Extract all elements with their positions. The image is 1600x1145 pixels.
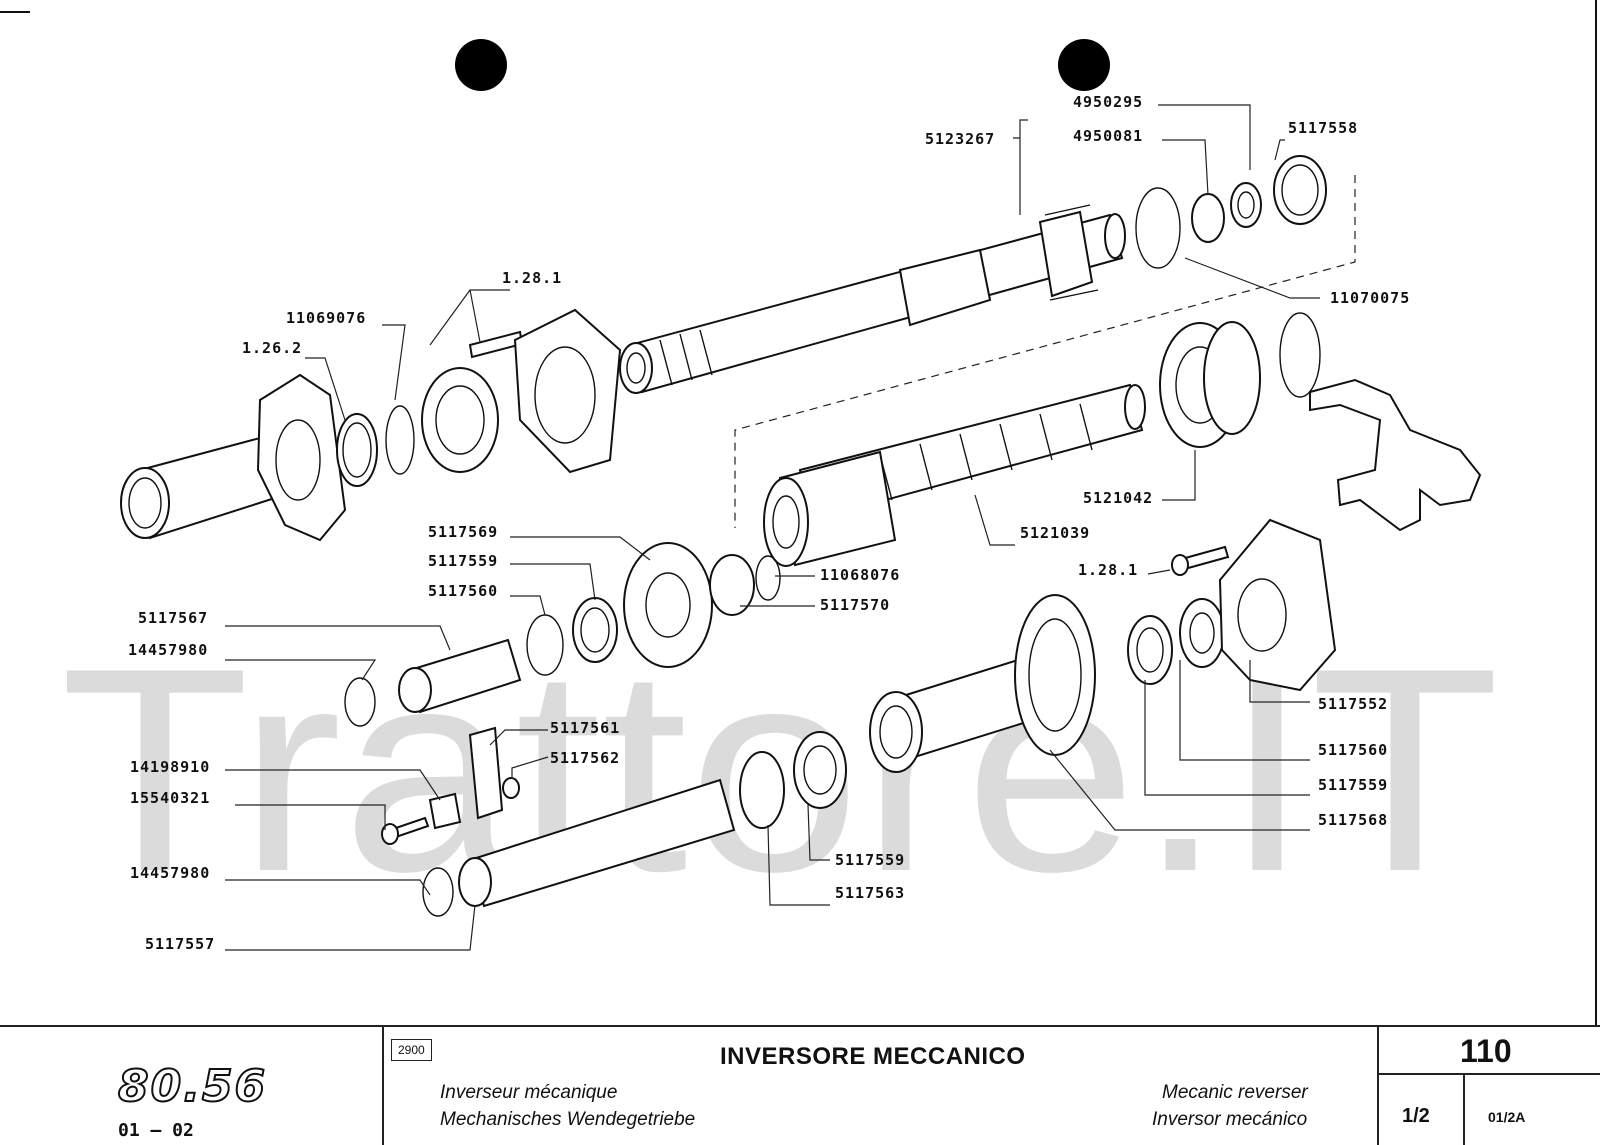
lower-spline-shaft bbox=[763, 321, 1261, 567]
retaining-plate-group bbox=[381, 545, 1230, 845]
callout-5117563: 5117563 bbox=[835, 884, 905, 902]
idler-pin bbox=[344, 638, 522, 727]
callout-11068076: 11068076 bbox=[820, 566, 900, 584]
callout-5117559-a: 5117559 bbox=[428, 552, 498, 570]
title-english: Mecanic reverser bbox=[1162, 1082, 1308, 1103]
callout-5117559-b: 5117559 bbox=[1318, 776, 1388, 794]
leader-lines bbox=[225, 104, 1320, 951]
idler-gear-group bbox=[526, 542, 781, 676]
left-bearing-group bbox=[336, 308, 622, 487]
title-german: Mechanisches Wendegetriebe bbox=[440, 1109, 696, 1130]
callout-5117560-a: 5117560 bbox=[428, 582, 498, 600]
callout-5117552: 5117552 bbox=[1318, 695, 1388, 713]
model-code: 01 – 02 bbox=[118, 1120, 194, 1141]
callout-1-26-2: 1.26.2 bbox=[242, 339, 302, 357]
callout-11070075: 11070075 bbox=[1330, 289, 1410, 307]
countershaft bbox=[422, 518, 1337, 917]
upper-main-shaft bbox=[619, 204, 1126, 394]
model-logo: 80.56 bbox=[117, 1060, 268, 1113]
title-divider-page bbox=[1377, 1073, 1600, 1075]
callout-5117558: 5117558 bbox=[1288, 119, 1358, 137]
revision-code: 01/2A bbox=[1488, 1109, 1526, 1125]
callout-5117557: 5117557 bbox=[145, 935, 215, 953]
callout-5117568: 5117568 bbox=[1318, 811, 1388, 829]
title-divider-left bbox=[382, 1025, 384, 1145]
callout-15540321: 15540321 bbox=[130, 789, 210, 807]
upper-right-small-parts bbox=[1135, 155, 1327, 398]
callout-14198910: 14198910 bbox=[130, 758, 210, 776]
callout-5117559-c: 5117559 bbox=[835, 851, 905, 869]
callout-5117562: 5117562 bbox=[550, 749, 620, 767]
assembly-frame bbox=[734, 175, 1356, 528]
callout-14457980-b: 14457980 bbox=[130, 864, 210, 882]
callout-4950295: 4950295 bbox=[1073, 93, 1143, 111]
registration-dot-right bbox=[1058, 39, 1110, 91]
callout-1-28-1-top: 1.28.1 bbox=[502, 269, 562, 287]
callout-5117560-b: 5117560 bbox=[1318, 741, 1388, 759]
registration-dot-left bbox=[455, 39, 507, 91]
sheet-number: 1/2 bbox=[1402, 1105, 1430, 1127]
title-block: 80.56 01 – 02 2900 INVERSORE MECCANICO I… bbox=[0, 1025, 1600, 1145]
reference-box: 2900 bbox=[391, 1039, 432, 1061]
callout-5117561: 5117561 bbox=[550, 719, 620, 737]
callout-5121039: 5121039 bbox=[1020, 524, 1090, 542]
callout-5123267: 5123267 bbox=[925, 130, 995, 148]
title-spanish: Inversor mecánico bbox=[1152, 1109, 1308, 1130]
page-number: 110 bbox=[1460, 1033, 1512, 1069]
callout-4950081: 4950081 bbox=[1073, 127, 1143, 145]
callout-1-28-1-right: 1.28.1 bbox=[1078, 561, 1138, 579]
callout-14457980-a: 14457980 bbox=[128, 641, 208, 659]
callout-5121042: 5121042 bbox=[1083, 489, 1153, 507]
left-housing bbox=[120, 373, 347, 542]
callout-11069076: 11069076 bbox=[286, 309, 366, 327]
callout-5117569: 5117569 bbox=[428, 523, 498, 541]
shift-fork bbox=[1309, 378, 1482, 532]
callout-5117567: 5117567 bbox=[138, 609, 208, 627]
title-divider-sheet bbox=[1463, 1073, 1465, 1145]
title-french: Inverseur mécanique bbox=[440, 1082, 618, 1103]
title-divider-right bbox=[1377, 1025, 1379, 1145]
title-italian: INVERSORE MECCANICO bbox=[720, 1043, 1026, 1070]
title-top-rule bbox=[0, 1025, 1600, 1027]
callout-5117570: 5117570 bbox=[820, 596, 890, 614]
